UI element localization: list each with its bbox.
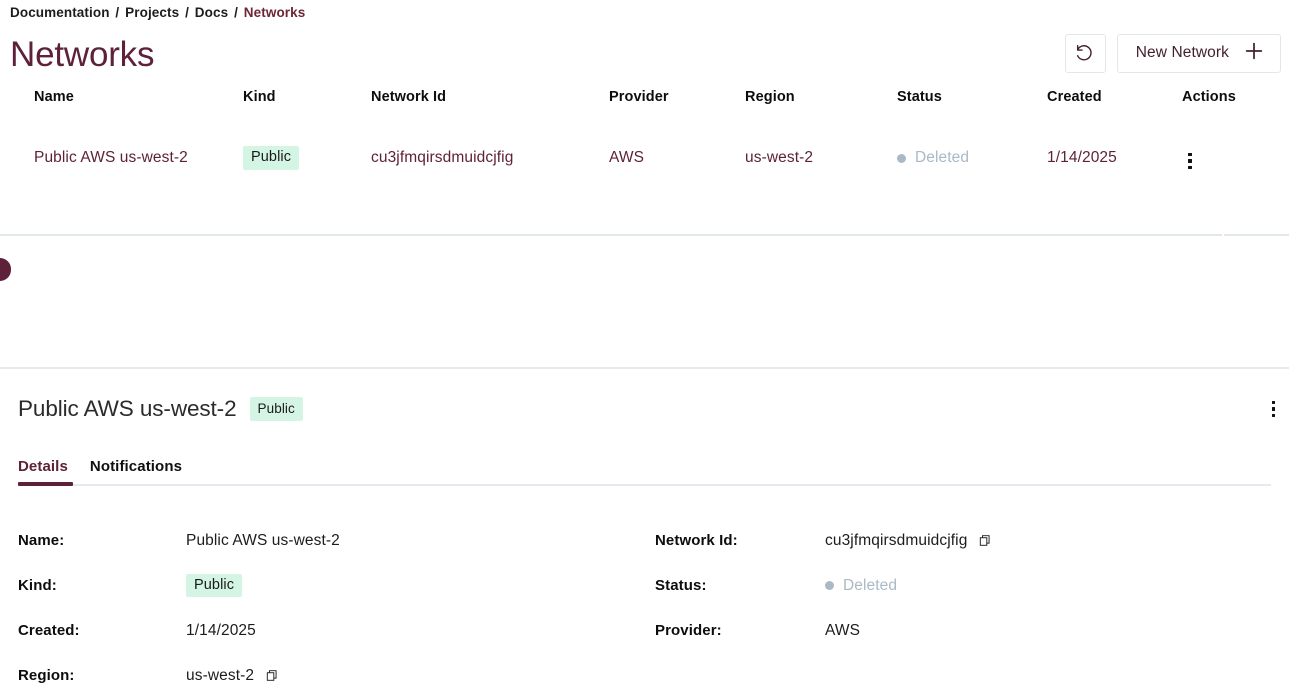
tab-details[interactable]: Details	[18, 458, 68, 475]
table-row[interactable]: Public AWS us-west-2 Public cu3jfmqirsdm…	[0, 126, 1289, 190]
new-network-label: New Network	[1135, 44, 1229, 61]
detail-header: Public AWS us-west-2 Public	[18, 369, 1281, 429]
field-created: Created: 1/14/2025	[18, 608, 655, 653]
kind-badge: Public	[186, 573, 243, 598]
field-region: Region: us-west-2	[18, 653, 655, 698]
kebab-menu-icon[interactable]	[1182, 149, 1198, 174]
field-label-region: Region:	[18, 667, 75, 684]
field-network-id: Network Id: cu3jfmqirsdmuidcjfig	[655, 518, 1281, 563]
breadcrumb-separator: /	[234, 5, 238, 20]
field-label-created: Created:	[18, 622, 80, 639]
status-badge: Deleted	[825, 577, 897, 595]
cell-kind: Public	[243, 126, 371, 190]
status-dot-icon	[825, 581, 834, 590]
column-header-created[interactable]: Created	[1047, 89, 1102, 105]
status-label: Deleted	[915, 149, 970, 166]
column-header-region[interactable]: Region	[745, 89, 795, 105]
detail-kind-badge: Public	[249, 397, 303, 421]
breadcrumb-item-docs[interactable]: Docs	[194, 5, 229, 20]
cell-provider: AWS	[609, 149, 645, 166]
field-kind: Kind: Public	[18, 563, 655, 608]
detail-title: Public AWS us-west-2	[18, 396, 237, 421]
column-header-actions: Actions	[1182, 89, 1236, 105]
table-header-row: Name Kind Network Id Provider Region Sta…	[0, 82, 1289, 126]
networks-table-container: Name Kind Network Id Provider Region Sta…	[0, 82, 1289, 281]
field-value-region: us-west-2	[186, 667, 279, 685]
field-value-provider: AWS	[825, 621, 861, 639]
field-value-network-id-text: cu3jfmqirsdmuidcjfig	[825, 531, 968, 549]
detail-kebab-menu-icon[interactable]	[1266, 397, 1282, 422]
copy-network-id-icon[interactable]	[979, 534, 992, 547]
cell-name[interactable]: Public AWS us-west-2	[34, 149, 188, 166]
tab-notifications[interactable]: Notifications	[89, 458, 183, 475]
column-header-status[interactable]: Status	[897, 89, 942, 105]
breadcrumb-item-projects[interactable]: Projects	[125, 5, 180, 20]
detail-title-group: Public AWS us-west-2 Public	[18, 396, 303, 422]
field-value-network-id: cu3jfmqirsdmuidcjfig	[825, 532, 992, 550]
breadcrumb-item-networks[interactable]: Networks	[243, 5, 306, 20]
active-tab-indicator	[18, 482, 73, 486]
cell-created: 1/14/2025	[1047, 149, 1117, 166]
header-actions: New Network	[1064, 33, 1281, 73]
page-title: Networks	[10, 34, 155, 74]
table-body: Public AWS us-west-2 Public cu3jfmqirsdm…	[0, 126, 1289, 190]
breadcrumb-separator: /	[185, 5, 189, 20]
panel-splitter[interactable]	[0, 367, 1289, 369]
column-header-name[interactable]: Name	[34, 89, 74, 105]
field-value-kind: Public	[186, 573, 243, 598]
column-header-kind[interactable]: Kind	[243, 89, 276, 105]
detail-fields-left: Name: Public AWS us-west-2 Kind: Public …	[18, 518, 655, 698]
field-label-status: Status:	[655, 577, 707, 594]
field-value-status: Deleted	[825, 577, 897, 595]
cell-region: us-west-2	[745, 149, 814, 166]
refresh-ccw-icon	[1075, 43, 1095, 63]
field-value-region-text: us-west-2	[186, 666, 255, 684]
status-badge: Deleted	[897, 149, 1047, 167]
kind-badge: Public	[243, 146, 300, 170]
page-header: Networks New Network	[0, 20, 1289, 82]
table-header: Name Kind Network Id Provider Region Sta…	[0, 82, 1289, 126]
column-header-network-id[interactable]: Network Id	[371, 89, 447, 105]
field-status: Status: Deleted	[655, 563, 1281, 608]
field-provider: Provider: AWS	[655, 608, 1281, 653]
cell-status: Deleted	[897, 126, 1047, 190]
field-label-provider: Provider:	[655, 622, 722, 639]
breadcrumb-separator: /	[115, 5, 120, 20]
tabs-divider	[18, 484, 1271, 486]
refresh-button[interactable]	[1064, 33, 1106, 73]
breadcrumb: Documentation / Projects / Docs / Networ…	[0, 0, 1289, 20]
copy-region-icon[interactable]	[266, 669, 279, 682]
detail-panel: Public AWS us-west-2 Public Details Noti…	[0, 369, 1289, 700]
column-header-provider[interactable]: Provider	[609, 89, 669, 105]
detail-fields-right: Network Id: cu3jfmqirsdmuidcjfig Status:	[655, 518, 1281, 698]
field-label-kind: Kind:	[18, 577, 57, 594]
field-value-name: Public AWS us-west-2	[186, 531, 340, 549]
field-name: Name: Public AWS us-west-2	[18, 518, 655, 563]
breadcrumb-item-documentation[interactable]: Documentation	[10, 5, 110, 20]
table-header-divider	[0, 234, 1289, 236]
table-actions-column-separator	[1222, 229, 1224, 241]
new-network-button[interactable]: New Network	[1116, 33, 1281, 73]
cell-network-id: cu3jfmqirsdmuidcjfig	[371, 149, 514, 166]
networks-table: Name Kind Network Id Provider Region Sta…	[0, 82, 1289, 190]
field-label-network-id: Network Id:	[655, 532, 738, 549]
status-dot-icon	[897, 153, 906, 163]
detail-fields: Name: Public AWS us-west-2 Kind: Public …	[18, 518, 1281, 698]
row-selected-marker	[0, 258, 11, 281]
status-label: Deleted	[843, 576, 898, 594]
cell-actions	[1182, 126, 1289, 190]
detail-tabs: Details Notifications	[18, 451, 1281, 486]
field-label-name: Name:	[18, 532, 65, 549]
plus-icon	[1243, 40, 1265, 67]
field-value-created: 1/14/2025	[186, 621, 256, 639]
